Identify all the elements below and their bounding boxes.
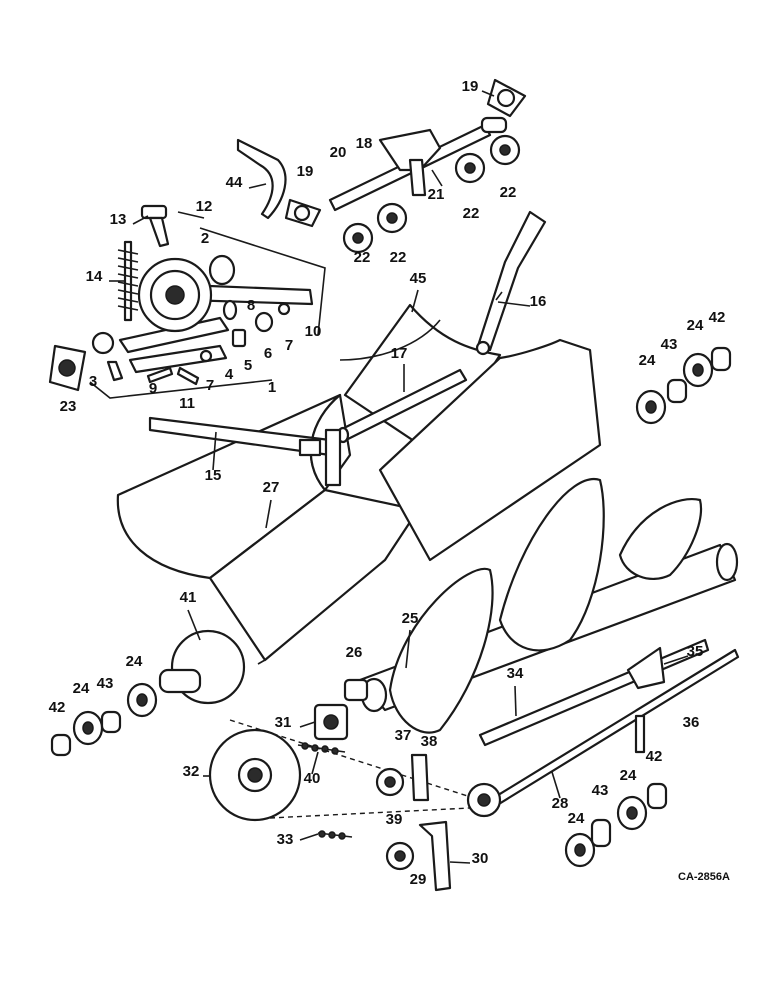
drawing-reference-code: CA-2856A bbox=[678, 871, 730, 883]
callout-c18: 18 bbox=[356, 135, 373, 152]
bracket-38 bbox=[410, 753, 430, 802]
callout-c17: 17 bbox=[391, 345, 408, 362]
bearing-stack-right-upper bbox=[635, 346, 732, 425]
chain-40 bbox=[297, 742, 346, 755]
callout-c14: 14 bbox=[86, 268, 103, 285]
bolt-36 bbox=[634, 714, 646, 754]
leader-lines bbox=[109, 90, 689, 864]
callout-c12: 12 bbox=[196, 198, 213, 215]
callout-c15: 15 bbox=[205, 467, 222, 484]
sprocket-32 bbox=[208, 728, 302, 822]
star-wheel-22-d bbox=[376, 202, 408, 234]
callout-c38: 38 bbox=[421, 733, 438, 750]
shaft-18 bbox=[328, 116, 508, 212]
callout-c22d: 22 bbox=[390, 249, 407, 266]
callout-c9: 9 bbox=[149, 380, 157, 397]
bearing-stack-left bbox=[50, 682, 158, 757]
callout-c8: 8 bbox=[247, 297, 255, 314]
callout-c42b: 42 bbox=[49, 699, 66, 716]
callout-c6: 6 bbox=[264, 345, 272, 362]
callout-c35: 35 bbox=[687, 643, 704, 660]
callout-c24a: 24 bbox=[687, 317, 704, 334]
bearing-31 bbox=[313, 703, 349, 741]
callout-c32: 32 bbox=[183, 763, 200, 780]
callout-c19b: 19 bbox=[297, 163, 314, 180]
callout-c27: 27 bbox=[263, 479, 280, 496]
arm-15 bbox=[148, 416, 342, 487]
idler-sprocket-37 bbox=[375, 767, 405, 797]
callout-c36: 36 bbox=[683, 714, 700, 731]
callout-c43b: 43 bbox=[97, 675, 114, 692]
callout-c25: 25 bbox=[402, 610, 419, 627]
callout-c24c: 24 bbox=[126, 653, 143, 670]
callout-c34: 34 bbox=[507, 665, 524, 682]
callout-c45: 45 bbox=[410, 270, 427, 287]
callout-c24f: 24 bbox=[568, 810, 585, 827]
callout-c10: 10 bbox=[305, 323, 322, 340]
arm-16 bbox=[475, 210, 547, 356]
star-wheel-22-c bbox=[342, 222, 374, 254]
callout-c7b: 7 bbox=[206, 377, 214, 394]
callout-c21: 21 bbox=[428, 186, 445, 203]
callout-c42c: 42 bbox=[646, 748, 663, 765]
callout-c1: 1 bbox=[268, 379, 276, 396]
callout-c42a: 42 bbox=[709, 309, 726, 326]
callout-c24d: 24 bbox=[73, 680, 90, 697]
sprocket-41 bbox=[158, 629, 246, 705]
auger bbox=[343, 477, 739, 734]
star-wheel-22-a bbox=[454, 152, 486, 184]
bearing-flange-19-middle bbox=[284, 198, 322, 228]
callout-c4: 4 bbox=[225, 366, 234, 383]
idler-sprocket-39 bbox=[385, 841, 415, 871]
callout-c2: 2 bbox=[201, 230, 209, 247]
bearing-flange-19-upper bbox=[486, 78, 527, 118]
callout-c11: 11 bbox=[179, 395, 195, 412]
shield-44 bbox=[236, 138, 287, 220]
callout-c26: 26 bbox=[346, 644, 363, 661]
bracket-35 bbox=[626, 646, 666, 690]
callout-c30: 30 bbox=[472, 850, 489, 867]
callout-c43a: 43 bbox=[661, 336, 678, 353]
callout-c39: 39 bbox=[386, 811, 403, 828]
drive-assembly bbox=[89, 204, 326, 399]
callout-c43c: 43 bbox=[592, 782, 609, 799]
bearing-flange-23 bbox=[48, 344, 87, 392]
shaft-28 bbox=[466, 648, 740, 818]
star-wheel-22-b bbox=[489, 134, 521, 166]
callout-c41: 41 bbox=[180, 589, 197, 606]
callout-c23: 23 bbox=[60, 398, 77, 415]
callout-c31: 31 bbox=[275, 714, 292, 731]
chain-path-lower bbox=[269, 807, 471, 819]
callout-c22c: 22 bbox=[354, 249, 371, 266]
callout-c24e: 24 bbox=[620, 767, 637, 784]
callout-c24b: 24 bbox=[639, 352, 656, 369]
callout-c20: 20 bbox=[330, 144, 347, 161]
chain-33 bbox=[317, 830, 353, 840]
callout-c40: 40 bbox=[304, 770, 321, 787]
callout-c29: 29 bbox=[410, 871, 427, 888]
callout-c37: 37 bbox=[395, 727, 412, 744]
callout-c19a: 19 bbox=[462, 78, 479, 95]
callout-c3: 3 bbox=[89, 373, 97, 390]
bracket-30 bbox=[418, 820, 452, 892]
callout-c13: 13 bbox=[110, 211, 127, 228]
callout-c16: 16 bbox=[530, 293, 547, 310]
callout-c22b: 22 bbox=[500, 184, 517, 201]
callout-c22a: 22 bbox=[463, 205, 480, 222]
callout-c33: 33 bbox=[277, 831, 294, 848]
bearing-stack-right-lower bbox=[564, 782, 668, 868]
chain-path-upper bbox=[229, 719, 481, 801]
callout-c7a: 7 bbox=[285, 337, 293, 354]
callout-c44: 44 bbox=[226, 174, 243, 191]
callout-c5: 5 bbox=[244, 357, 252, 374]
callout-c28: 28 bbox=[552, 795, 569, 812]
